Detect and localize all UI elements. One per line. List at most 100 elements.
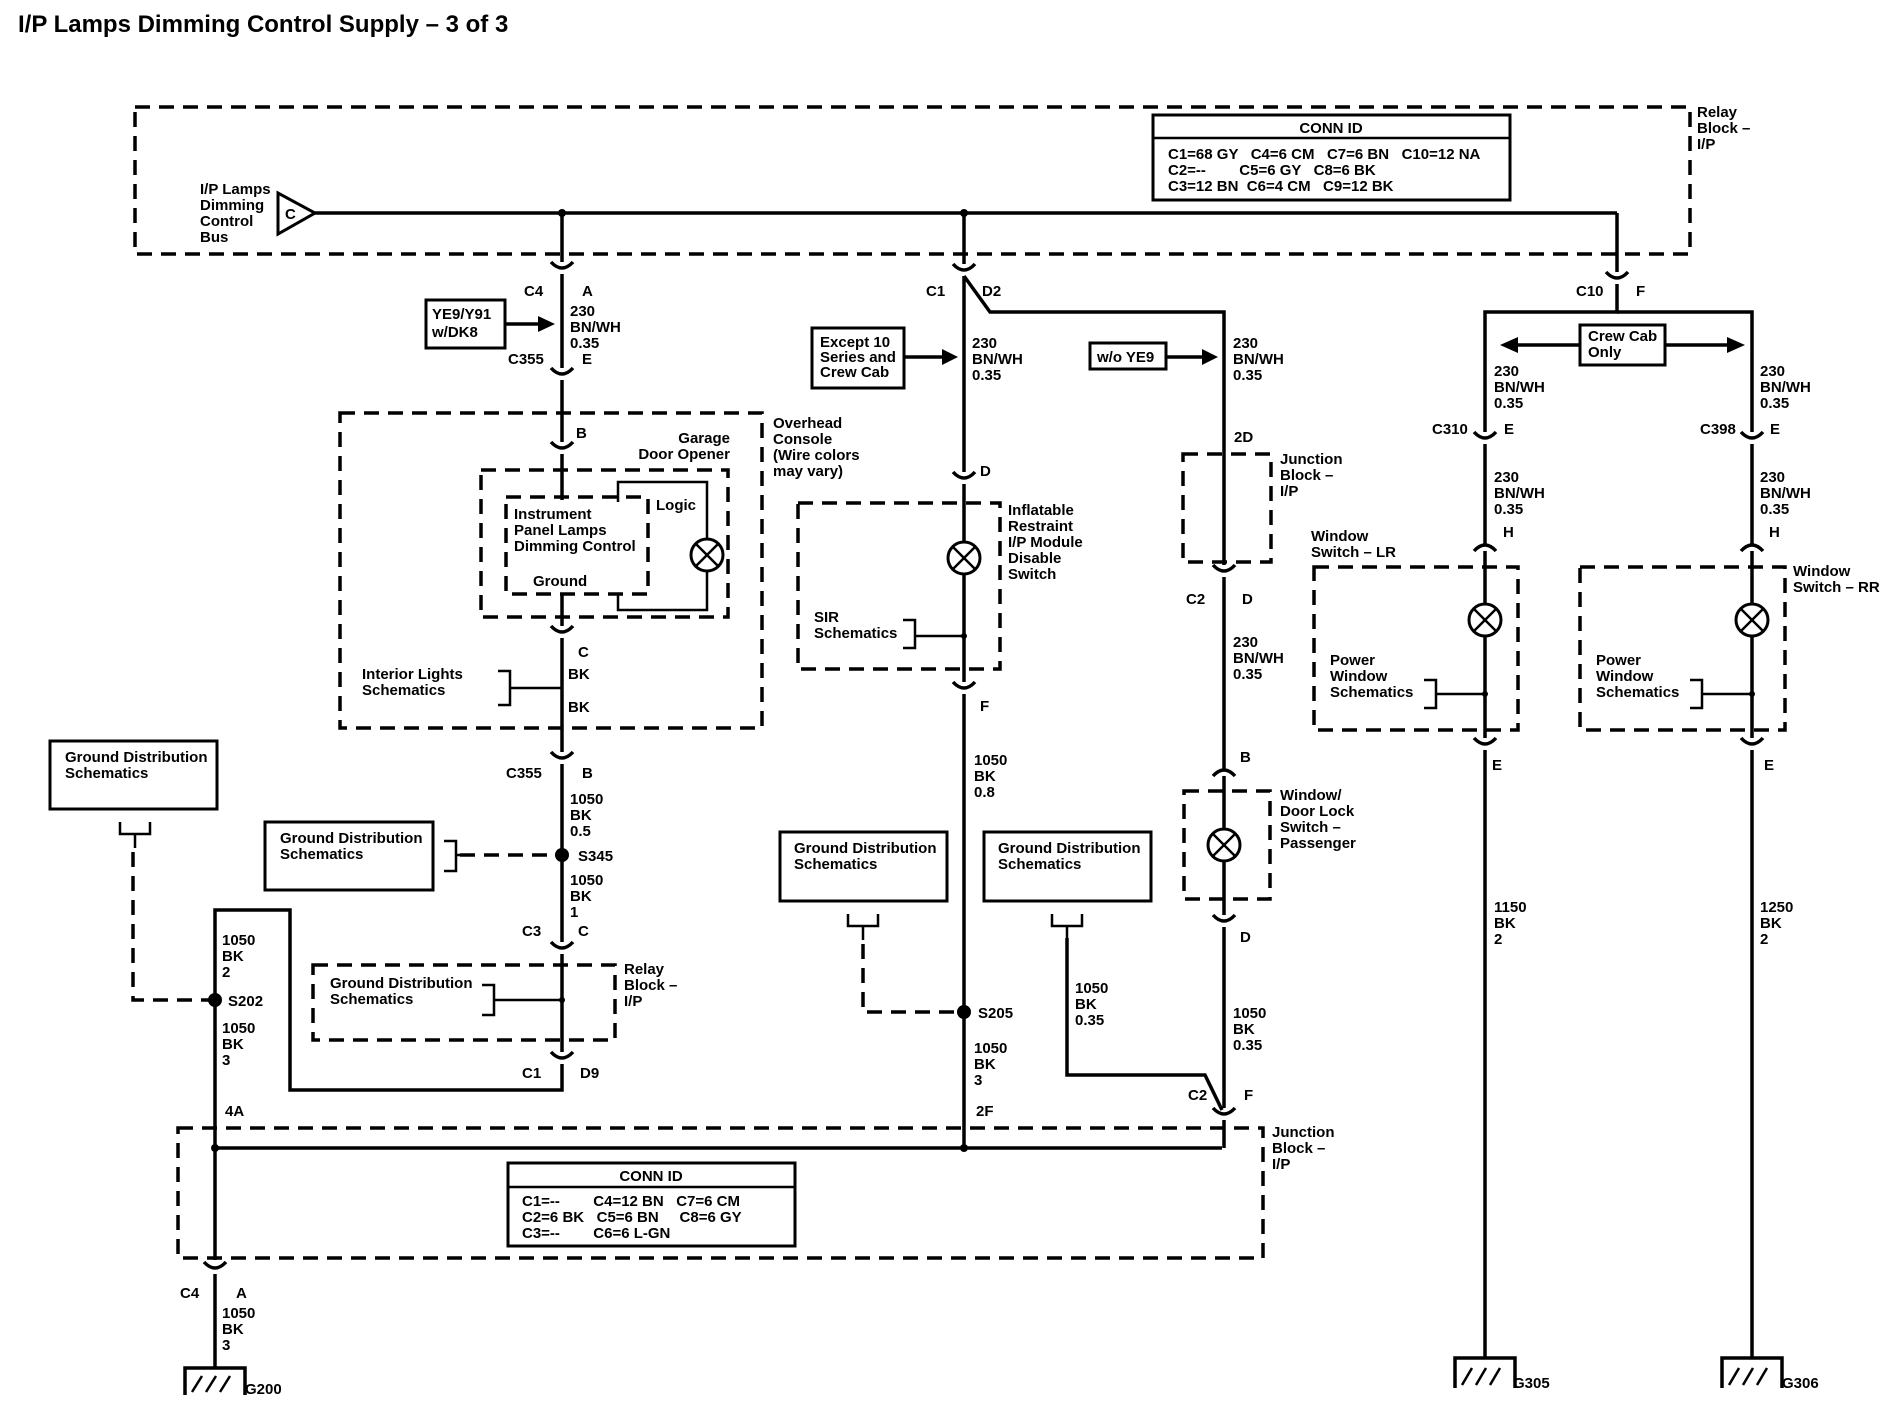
gd-relay-1: Ground Distribution bbox=[330, 975, 472, 992]
c1-d2-pin: D2 bbox=[982, 283, 1001, 300]
module-4: Disable bbox=[1008, 550, 1061, 567]
c4-bottom-pin: A bbox=[236, 1285, 247, 1302]
pin-b-label: B bbox=[576, 425, 587, 442]
option-wo-ye9-box bbox=[1088, 341, 1168, 371]
logic-wire bbox=[616, 480, 709, 538]
s345-splice bbox=[555, 848, 569, 862]
rr-power-3: Schematics bbox=[1596, 684, 1679, 701]
wire-230-1a: 230 bbox=[570, 303, 595, 320]
wire-left-a2: BK bbox=[222, 948, 244, 965]
c4-bottom-label: C4 bbox=[180, 1285, 200, 1302]
inner-1: Instrument bbox=[514, 506, 592, 523]
junction-conn-id-row-1: C1=-- C4=12 BN C7=6 CM bbox=[522, 1193, 740, 1210]
c1-d9-label: C1 bbox=[522, 1065, 541, 1082]
wire-left-b1: 1050 bbox=[222, 1020, 255, 1037]
sir-1: SIR bbox=[814, 609, 839, 626]
garage-door-2: Door Opener bbox=[638, 446, 730, 463]
c2-d-pin: D bbox=[1242, 591, 1253, 608]
wire-left-a1: 1050 bbox=[222, 932, 255, 949]
gd-s345-1: Ground Distribution bbox=[280, 830, 422, 847]
option-ye9-1: YE9/Y91 bbox=[432, 306, 491, 323]
junction-block-2-outline bbox=[1181, 452, 1273, 564]
diagram-title: I/P Lamps Dimming Control Supply – 3 of … bbox=[18, 11, 508, 38]
rr-e-pin: E bbox=[1764, 757, 1774, 774]
c355-bottom-pin: B bbox=[582, 765, 593, 782]
conn-id-row-1: C1=68 GY C4=6 CM C7=6 BN C10=12 NA bbox=[1168, 146, 1481, 163]
relay-block-2-3: I/P bbox=[624, 993, 642, 1010]
c10-connector bbox=[1604, 270, 1630, 280]
wire-1050-1c: 0.5 bbox=[570, 823, 591, 840]
interior-lights-2: Schematics bbox=[362, 682, 445, 699]
wire-left-b3: 3 bbox=[222, 1052, 230, 1069]
gd-branch3-box bbox=[982, 830, 1153, 903]
junction-block-outline bbox=[176, 1126, 1265, 1260]
gd-branch3-1: Ground Distribution bbox=[998, 840, 1140, 857]
g305-label: G305 bbox=[1513, 1375, 1550, 1392]
branch4-lr-wire bbox=[1483, 284, 1619, 432]
option-except10-3: Crew Cab bbox=[820, 364, 889, 381]
module-1: Inflatable bbox=[1008, 502, 1074, 519]
relay-block-label-1: Relay bbox=[1697, 104, 1738, 121]
g306-label: G306 bbox=[1782, 1375, 1819, 1392]
c2-d-label: C2 bbox=[1186, 591, 1205, 608]
overhead-console-3: (Wire colors bbox=[773, 447, 860, 464]
pin-2f: 2F bbox=[976, 1103, 994, 1120]
lr-wire3-b: BK bbox=[1494, 915, 1516, 932]
rr-e-connector bbox=[1739, 736, 1765, 746]
gd-s345-2: Schematics bbox=[280, 846, 363, 863]
relay-block-2-outline bbox=[311, 963, 617, 1042]
ground-g306-icon bbox=[1720, 1356, 1784, 1388]
lr-power-2: Window bbox=[1330, 668, 1388, 685]
relay-block-2-2: Block – bbox=[624, 977, 677, 994]
passenger-switch-2: Door Lock bbox=[1280, 803, 1355, 820]
rr-wire3-a: 1250 bbox=[1760, 899, 1793, 916]
pin-d-passenger-connector bbox=[1211, 913, 1237, 923]
wire-1050-1b: BK bbox=[570, 807, 592, 824]
c398-connector bbox=[1739, 430, 1765, 440]
airbag-switch-outline bbox=[796, 501, 1002, 671]
wire-1050-5b: BK bbox=[1233, 1021, 1255, 1038]
inner-3: Dimming Control bbox=[514, 538, 636, 555]
gd-s345-box bbox=[263, 820, 435, 892]
rr-wire1-b: BN/WH bbox=[1760, 379, 1811, 396]
c1-d2-label: C1 bbox=[926, 283, 945, 300]
s202-label: S202 bbox=[228, 993, 263, 1010]
gd-relay-2: Schematics bbox=[330, 991, 413, 1008]
bus-label-4: Bus bbox=[200, 229, 228, 246]
gd-wire-1: 1050 bbox=[1075, 980, 1108, 997]
pin-2d: 2D bbox=[1234, 429, 1253, 446]
relay-block-label-2: Block – bbox=[1697, 120, 1750, 137]
c4-bottom-connector bbox=[202, 1260, 228, 1270]
c4-connector bbox=[549, 260, 575, 270]
pin-d-passenger: D bbox=[1240, 929, 1251, 946]
junction-conn-id-row-3: C3=-- C6=6 L-GN bbox=[522, 1225, 670, 1242]
lr-switch-1: Window bbox=[1311, 528, 1369, 545]
module-2: Restraint bbox=[1008, 518, 1073, 535]
rr-wire3-b: BK bbox=[1760, 915, 1782, 932]
wire-left-c2: BK bbox=[222, 1321, 244, 1338]
s205-label: S205 bbox=[978, 1005, 1013, 1022]
wire-230-3a: 230 bbox=[1233, 335, 1258, 352]
lr-power-1: Power bbox=[1330, 652, 1375, 669]
gd-branch3-2: Schematics bbox=[998, 856, 1081, 873]
wire-1050-4a: 1050 bbox=[974, 1040, 1007, 1057]
logic-label: Logic bbox=[656, 497, 696, 514]
lr-wire1-b: BN/WH bbox=[1494, 379, 1545, 396]
c10-label: C10 bbox=[1576, 283, 1604, 300]
rr-switch-outline bbox=[1578, 565, 1787, 732]
rr-wire2-a: 230 bbox=[1760, 469, 1785, 486]
ground-label: Ground bbox=[533, 573, 587, 590]
lr-wire1-c: 0.35 bbox=[1494, 395, 1523, 412]
option-ye9-box bbox=[424, 298, 507, 350]
junction-conn-id-title: CONN ID bbox=[619, 1168, 683, 1185]
garage-door-opener-outline bbox=[479, 468, 730, 619]
wire-1050-3c: 0.8 bbox=[974, 784, 995, 801]
relay-block-2-1: Relay bbox=[624, 961, 665, 978]
s202-splice bbox=[208, 993, 222, 1007]
c4-pin: A bbox=[582, 283, 593, 300]
gd-branch2-2: Schematics bbox=[794, 856, 877, 873]
wire-1050-1a: 1050 bbox=[570, 791, 603, 808]
c398-pin: E bbox=[1770, 421, 1780, 438]
wire-230-4c: 0.35 bbox=[1233, 666, 1262, 683]
